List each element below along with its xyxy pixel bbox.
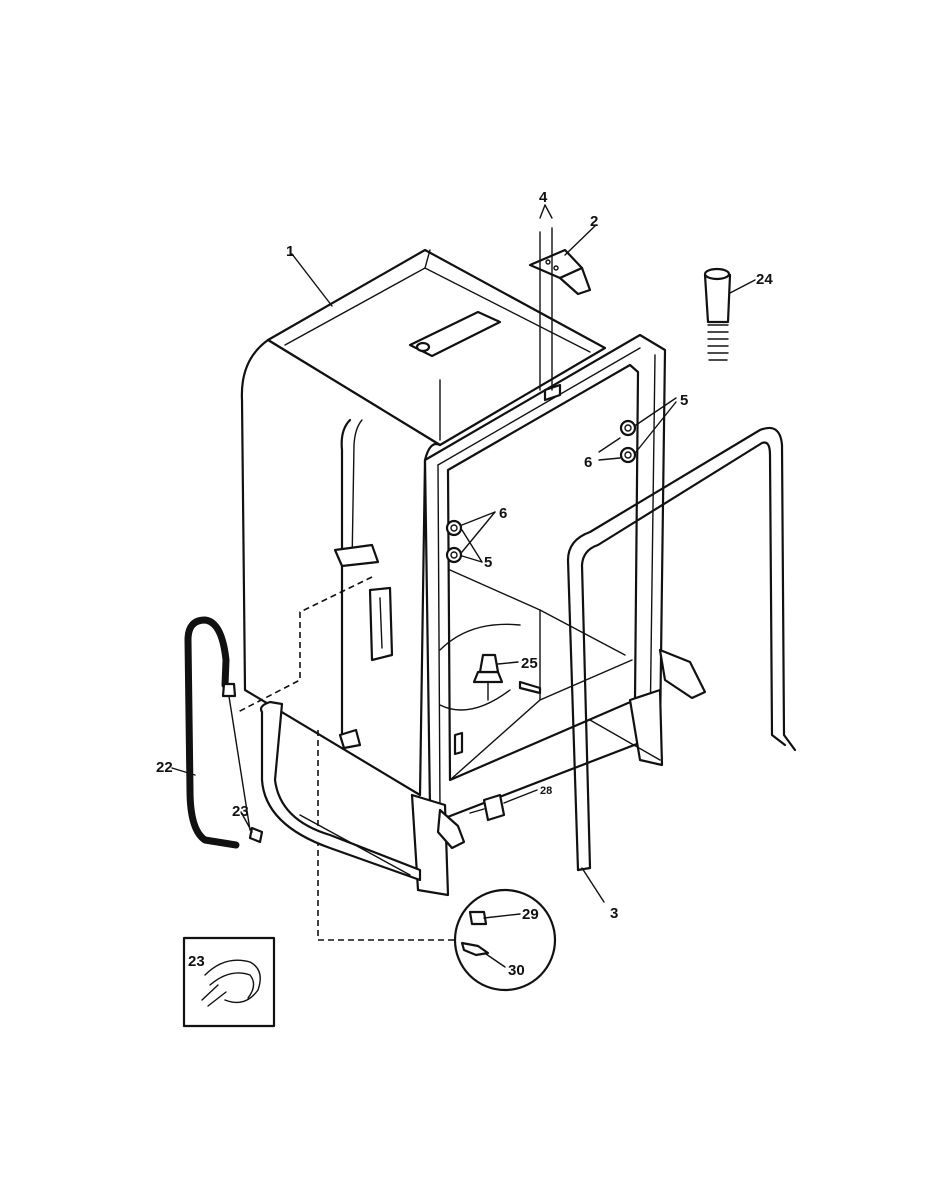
callout-25: 25: [521, 655, 538, 672]
base-rail: [259, 700, 661, 882]
detail-inset: [453, 888, 557, 992]
callout-1: 1: [286, 243, 294, 260]
fasteners: [445, 419, 637, 564]
clamp-inset-box: [182, 936, 276, 1028]
callout-28: 28: [540, 785, 552, 797]
callout-30: 30: [508, 962, 525, 979]
tub-assembly: [237, 248, 607, 941]
callout-5-right: 5: [680, 392, 688, 409]
callout-24: 24: [756, 271, 773, 288]
drain-hose: [184, 616, 240, 849]
callout-6-left: 6: [499, 505, 507, 522]
door-switch: [469, 793, 506, 822]
vent-hose: [703, 267, 732, 361]
door-gasket: [566, 426, 797, 872]
leader-lines: [171, 224, 756, 903]
callout-4: 4: [539, 189, 548, 206]
callout-22: 22: [156, 759, 173, 776]
float-assembly: [439, 623, 521, 711]
callout-23-inset: 23: [188, 953, 205, 970]
callout-29: 29: [522, 906, 539, 923]
mounting-bracket: [528, 204, 592, 391]
callout-5-left: 5: [484, 554, 492, 571]
callout-6-right: 6: [584, 454, 592, 471]
callout-labels: 1 2 3 4 5 5 6 6 22 23 23 24 25 28 29 30: [156, 189, 773, 979]
callout-23-hose: 23: [232, 803, 249, 820]
callout-3: 3: [610, 905, 618, 922]
callout-2: 2: [590, 213, 598, 230]
hose-clamp: [221, 682, 264, 844]
